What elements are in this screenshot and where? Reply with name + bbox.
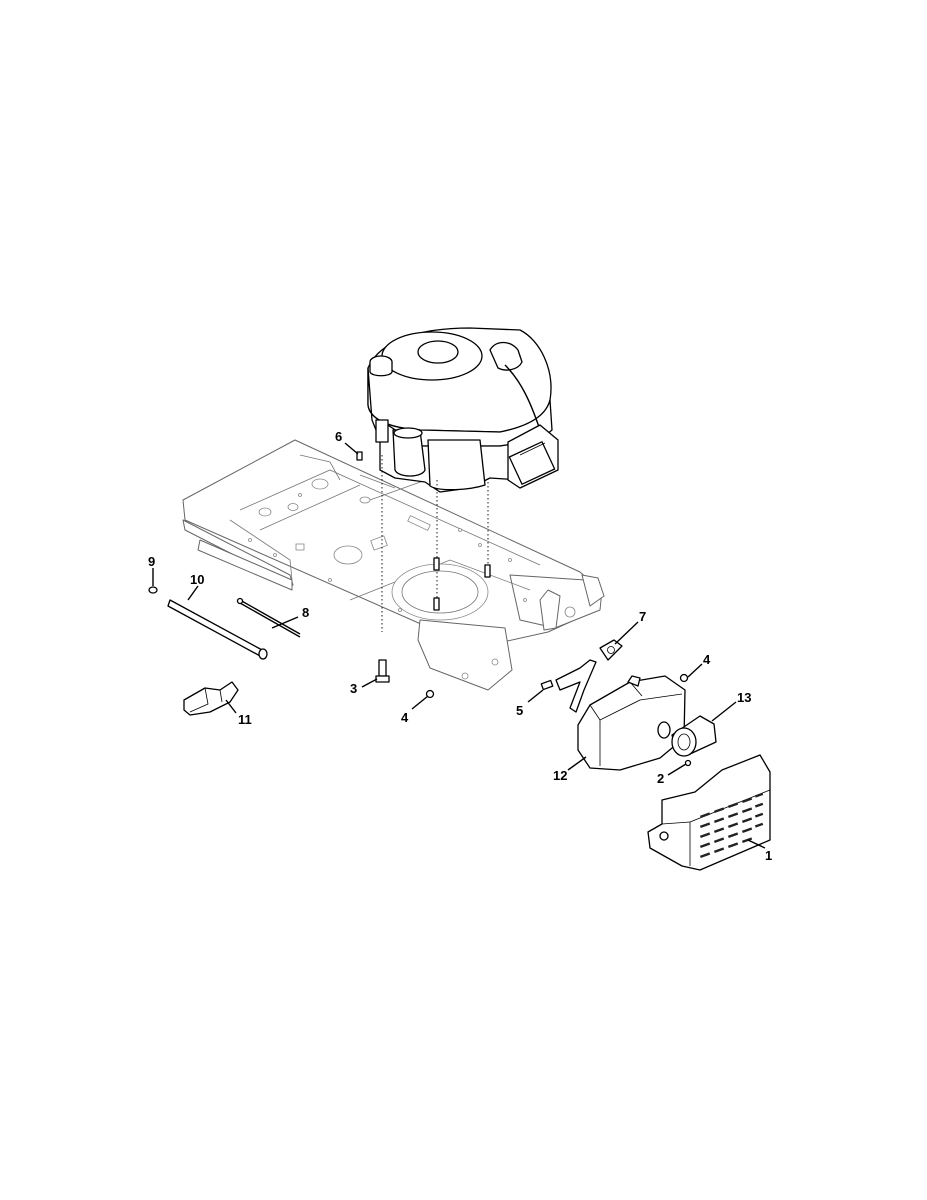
gasket-part-7 (599, 639, 623, 661)
muffler-part-12 (577, 675, 686, 771)
callout-9: 9 (148, 554, 155, 569)
bracket-part-11 (183, 681, 239, 716)
exhaust-pipe-part-5 (540, 659, 597, 713)
callout-2: 2 (657, 771, 664, 786)
heat-shield-louvers (699, 792, 764, 859)
screw-part-6 (356, 451, 363, 461)
callout-labels: 1 2 3 4 4 5 6 7 8 9 10 11 12 13 (148, 429, 772, 863)
heat-shield-part-1 (647, 754, 771, 871)
callout-3: 3 (350, 681, 357, 696)
callout-12: 12 (553, 768, 567, 783)
callout-10: 10 (190, 572, 204, 587)
callout-13: 13 (737, 690, 751, 705)
callout-5: 5 (516, 703, 523, 718)
rod-part-10 (167, 599, 268, 660)
callout-6: 6 (335, 429, 342, 444)
cable-tie-part-8 (236, 597, 301, 638)
callout-7: 7 (639, 609, 646, 624)
leader-lines (152, 442, 766, 849)
callout-4a: 4 (401, 710, 409, 725)
chassis-frame (182, 439, 605, 691)
engine (367, 327, 559, 632)
bolt-part-3 (375, 659, 390, 683)
screw-part-2 (684, 759, 692, 767)
clip-part-9 (148, 586, 158, 594)
callout-4b: 4 (703, 652, 711, 667)
nut-part-4 (425, 673, 689, 699)
cap-part-13 (671, 715, 717, 757)
callout-11: 11 (238, 712, 252, 727)
callout-1: 1 (765, 848, 772, 863)
callout-8: 8 (302, 605, 309, 620)
